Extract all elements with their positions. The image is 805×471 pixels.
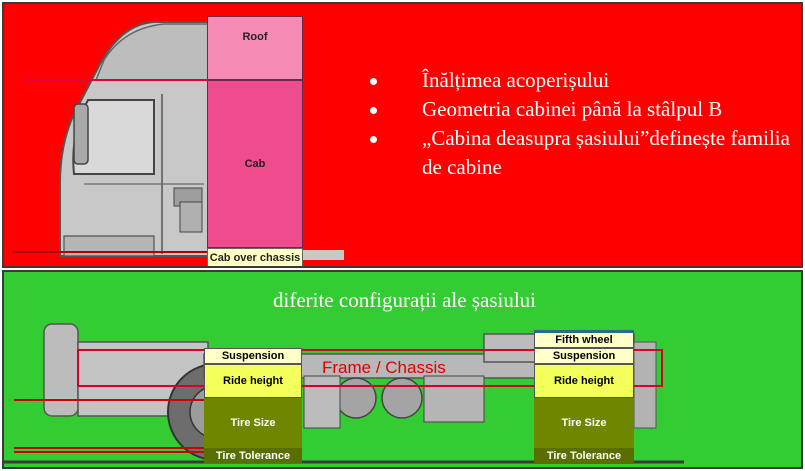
bullet-text: „Cabina deasupra șasiului”definește fami… bbox=[422, 126, 790, 179]
cab-panel: Roof Cab Cab over chassis Înălțimea acop… bbox=[2, 2, 803, 268]
bullet-item: Înălțimea acoperișului bbox=[366, 66, 801, 95]
front-tire-size-box: Tire Size bbox=[204, 398, 302, 448]
bullet-dot bbox=[370, 107, 377, 114]
rear-tire-size-box: Tire Size bbox=[534, 398, 634, 448]
frame-chassis-label: Frame / Chassis bbox=[322, 358, 446, 377]
bullet-text: Înălțimea acoperișului bbox=[422, 68, 610, 92]
rear-fifth-wheel-box: Fifth wheel bbox=[534, 330, 634, 348]
chassis-panel-title: diferite configurații ale șasiului bbox=[273, 288, 536, 312]
bullet-list: Înălțimea acoperișului Geometria cabinei… bbox=[366, 66, 801, 182]
roof-column: Roof bbox=[207, 16, 303, 80]
rear-suspension-box: Suspension bbox=[534, 348, 634, 364]
cab-over-chassis-column: Cab over chassis bbox=[207, 248, 303, 266]
bullet-dot bbox=[370, 78, 377, 85]
bullet-item: Geometria cabinei până la stâlpul B bbox=[366, 95, 801, 124]
front-suspension-box: Suspension bbox=[204, 348, 302, 364]
rear-ride-height-box: Ride height bbox=[534, 364, 634, 398]
bullet-item: „Cabina deasupra șasiului”definește fami… bbox=[366, 124, 801, 182]
front-tire-tolerance-box: Tire Tolerance bbox=[204, 448, 302, 463]
front-ride-height-box: Ride height bbox=[204, 364, 302, 398]
chassis-panel: diferite configurații ale șasiului bbox=[2, 270, 803, 469]
rear-tire-tolerance-box: Tire Tolerance bbox=[534, 448, 634, 464]
cab-column: Cab bbox=[207, 80, 303, 248]
bullet-text: Geometria cabinei până la stâlpul B bbox=[422, 97, 723, 121]
bullet-dot bbox=[370, 136, 377, 143]
